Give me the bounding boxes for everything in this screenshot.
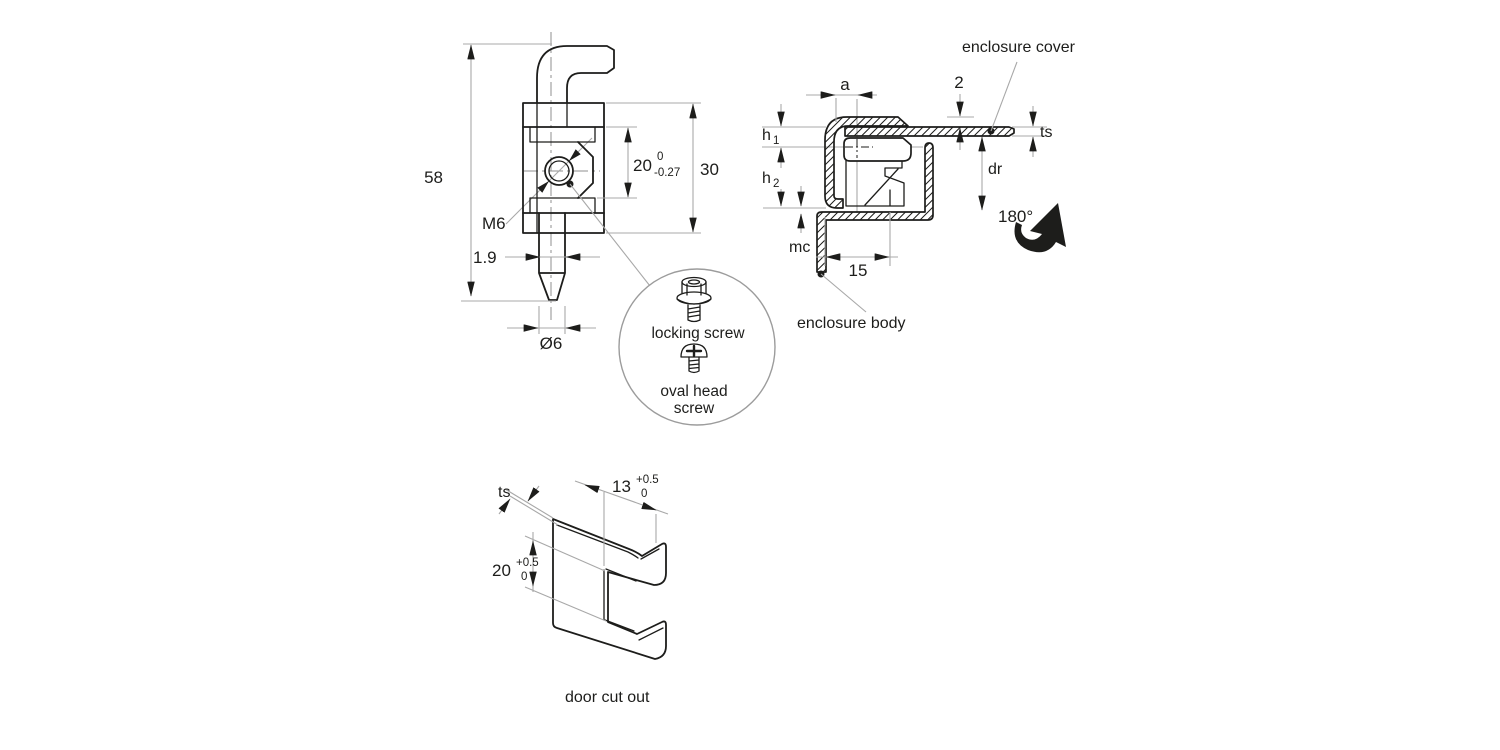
m6-arrow-lower (537, 181, 549, 193)
dimh2-label: h (762, 170, 771, 187)
hinge-body-inner-lines (536, 102, 568, 234)
dim30-extension-lines (606, 102, 701, 234)
hinge-body-chamfer (577, 141, 594, 199)
detail-circle (618, 268, 776, 426)
cutout-caption: door cut out (565, 689, 650, 706)
dimh2-sub: 2 (773, 178, 779, 190)
cutout-20-sup: +0.5 (516, 557, 539, 569)
cutout-13-arrow-left (584, 484, 600, 494)
dim19-label: 1.9 (473, 248, 497, 267)
thread-hole-outer (544, 156, 574, 186)
locking-screw-icon (676, 276, 712, 323)
cutout-13-label: 13 (612, 477, 631, 496)
hinge-pin-tip (538, 212, 566, 301)
dim15-label: 15 (849, 261, 868, 280)
dim20-extension-lines (597, 126, 637, 199)
dim2-label: 2 (954, 73, 963, 92)
dim30-label: 30 (700, 160, 719, 179)
hinge-knuckle (843, 137, 912, 162)
cutout-ts-label: ts (498, 484, 510, 501)
hinge-leaf (845, 160, 905, 207)
door-cutout-inner-edges (556, 524, 664, 641)
dim20-sup: 0 (657, 151, 663, 163)
dim20-label: 20 (633, 156, 652, 175)
dim58-label: 58 (424, 168, 443, 187)
dimdia6-label: Ø6 (540, 334, 563, 353)
thread-hole-inner (548, 160, 570, 182)
hinge-pin-bent-end (536, 45, 615, 104)
dimh1-sub: 1 (773, 135, 779, 147)
cutout-13-arrow-right (641, 501, 657, 511)
cutout-20-label: 20 (492, 561, 511, 580)
knuckle-center-marks (845, 139, 873, 158)
cover-leader-line (990, 61, 1018, 132)
enclosure-body-section (816, 142, 934, 273)
door-cutout-shape (552, 518, 667, 660)
dimdr-label: dr (988, 161, 1003, 178)
oval-head-screw-icon (680, 343, 708, 374)
body-label: enclosure body (797, 315, 906, 332)
cutout-13-sup: +0.5 (636, 474, 659, 486)
dimh1-label: h (762, 127, 771, 144)
hinge-body-outline (522, 102, 605, 234)
cutout-ts-extension-lines (504, 488, 559, 526)
cutout-ts-arrow-lower (498, 498, 511, 515)
rotation-arrow-icon (1014, 203, 1066, 253)
hinge-channel-section (824, 116, 909, 209)
hinge-body-steps (529, 126, 596, 214)
detail-leader-line (569, 183, 651, 287)
cutout-ts-arrow-upper (527, 485, 540, 502)
body-leader-line (820, 273, 867, 313)
rotation-label: 180° (998, 207, 1033, 226)
cutout-20-sub: 0 (521, 571, 527, 583)
detail-view: locking screw oval head screw (618, 268, 776, 426)
thread-label: M6 (482, 214, 506, 233)
cutout-view: ts 13 +0.5 0 20 +0.5 0 door cut out (492, 474, 669, 706)
oval-head-label-line2: screw (674, 400, 715, 417)
dimts-extension-lines (1012, 126, 1047, 137)
front-view: 58 30 20 0 -0.27 M6 1.9 Ø6 (424, 32, 719, 353)
dimdia6-lines (507, 306, 596, 334)
hinge-body-flange-lines (522, 126, 605, 214)
oval-head-label-line1: oval head (660, 383, 727, 400)
dim58-extension-lines (461, 43, 556, 302)
dim20-sub: -0.27 (654, 167, 680, 179)
section-view: a 2 ts dr h 1 h 2 mc 15 (762, 39, 1076, 332)
dimts-label: ts (1040, 124, 1052, 141)
cover-label: enclosure cover (962, 39, 1076, 56)
cutout-13-sub: 0 (641, 488, 647, 500)
m6-arrow-upper (569, 149, 581, 161)
dimmc-label: mc (789, 239, 810, 256)
locking-screw-label: locking screw (651, 325, 745, 342)
dima-label: a (840, 75, 850, 94)
enclosure-cover-section (844, 126, 1015, 137)
